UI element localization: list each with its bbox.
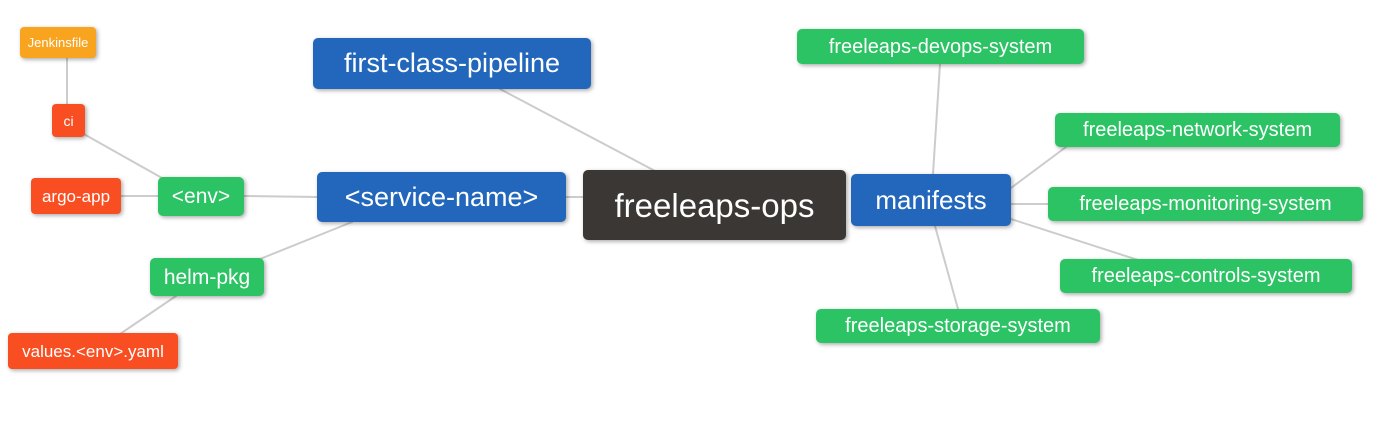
edge-ci-env — [81, 132, 163, 179]
edge-manifests-network-system — [1010, 146, 1067, 189]
node-network-system[interactable]: freeleaps-network-system — [1055, 113, 1340, 147]
node-jenkinsfile[interactable]: Jenkinsfile — [20, 27, 96, 58]
node-storage-system[interactable]: freeleaps-storage-system — [816, 309, 1100, 343]
node-devops-system[interactable]: freeleaps-devops-system — [797, 29, 1084, 64]
edge-env-service-name — [243, 195, 318, 198]
node-first-class-pipeline[interactable]: first-class-pipeline — [313, 38, 591, 89]
edge-first-class-pipeline-ops — [499, 88, 658, 173]
edge-service-name-helm-pkg — [259, 221, 353, 260]
node-ci[interactable]: ci — [52, 104, 85, 137]
node-freeleaps-ops[interactable]: freeleaps-ops — [583, 170, 846, 240]
node-manifests[interactable]: manifests — [851, 174, 1011, 226]
edge-helm-pkg-values — [119, 295, 177, 335]
node-argo-app[interactable]: argo-app — [31, 178, 121, 214]
node-controls-system[interactable]: freeleaps-controls-system — [1060, 259, 1352, 293]
edge-manifests-storage-system — [934, 225, 959, 310]
node-helm-pkg[interactable]: helm-pkg — [150, 258, 264, 296]
edge-manifests-controls-system — [1010, 218, 1139, 261]
edge-manifests-devops-system — [932, 63, 941, 175]
node-monitoring-system[interactable]: freeleaps-monitoring-system — [1048, 187, 1363, 221]
node-env[interactable]: <env> — [158, 177, 244, 216]
node-service-name[interactable]: <service-name> — [317, 172, 566, 222]
node-values-env-yaml[interactable]: values.<env>.yaml — [8, 333, 178, 369]
